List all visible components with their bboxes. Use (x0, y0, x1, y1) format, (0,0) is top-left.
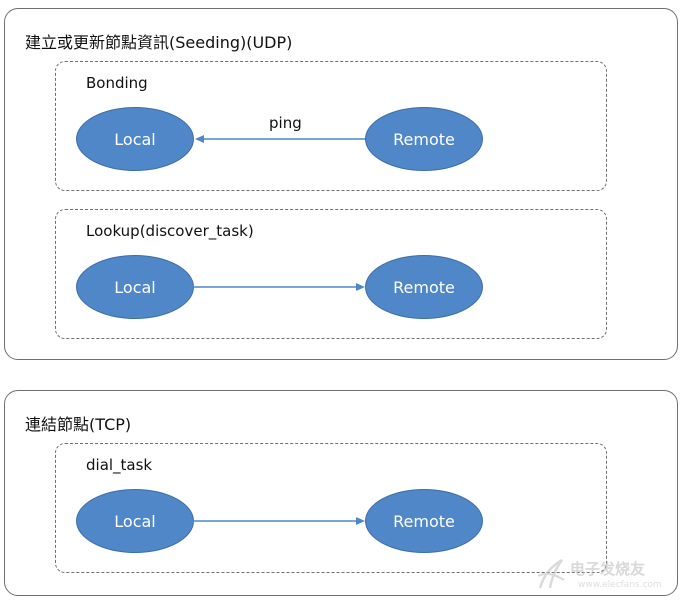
seeding-panel-title: 建立或更新節點資訊(Seeding)(UDP) (25, 33, 293, 52)
lookup-remote-label: Remote (393, 277, 455, 297)
watermark-text: 电子发烧友 (570, 560, 646, 578)
lookup-arrowhead (356, 283, 365, 291)
lookup-local-label: Local (114, 277, 156, 297)
ping-label: ping (269, 114, 302, 132)
bonding-local-label: Local (114, 129, 156, 149)
lookup-group: Lookup(discover_task) Local Remote (55, 209, 607, 339)
dial-local-node: Local (76, 489, 194, 553)
connect-panel-title: 連結節點(TCP) (25, 415, 132, 434)
ping-arrow (195, 135, 367, 143)
watermark-subtext: www.elecfans.com (578, 580, 662, 590)
dial-remote-node: Remote (365, 489, 483, 553)
lookup-remote-node: Remote (365, 255, 483, 319)
dial-group-label: dial_task (86, 456, 153, 474)
bonding-local-node: Local (76, 107, 194, 171)
dial-arrow (193, 517, 365, 525)
lookup-arrow (193, 283, 365, 291)
elecfans-watermark: 电子发烧友 www.elecfans.com (534, 552, 674, 598)
dial-arrowhead (356, 517, 365, 525)
watermark-logo-icon (537, 558, 565, 589)
ping-arrowhead (195, 135, 204, 143)
bonding-remote-node: Remote (365, 107, 483, 171)
dial-group: dial_task Local Remote (55, 443, 607, 573)
seeding-panel: 建立或更新節點資訊(Seeding)(UDP) Bonding Local pi… (4, 8, 678, 360)
dial-local-label: Local (114, 511, 156, 531)
dial-remote-label: Remote (393, 511, 455, 531)
lookup-group-label: Lookup(discover_task) (86, 222, 254, 240)
bonding-remote-label: Remote (393, 129, 455, 149)
lookup-local-node: Local (76, 255, 194, 319)
bonding-group-label: Bonding (86, 74, 148, 92)
connect-panel: 連結節點(TCP) dial_task Local Remote (4, 390, 678, 596)
bonding-group: Bonding Local ping Remote (55, 61, 607, 191)
